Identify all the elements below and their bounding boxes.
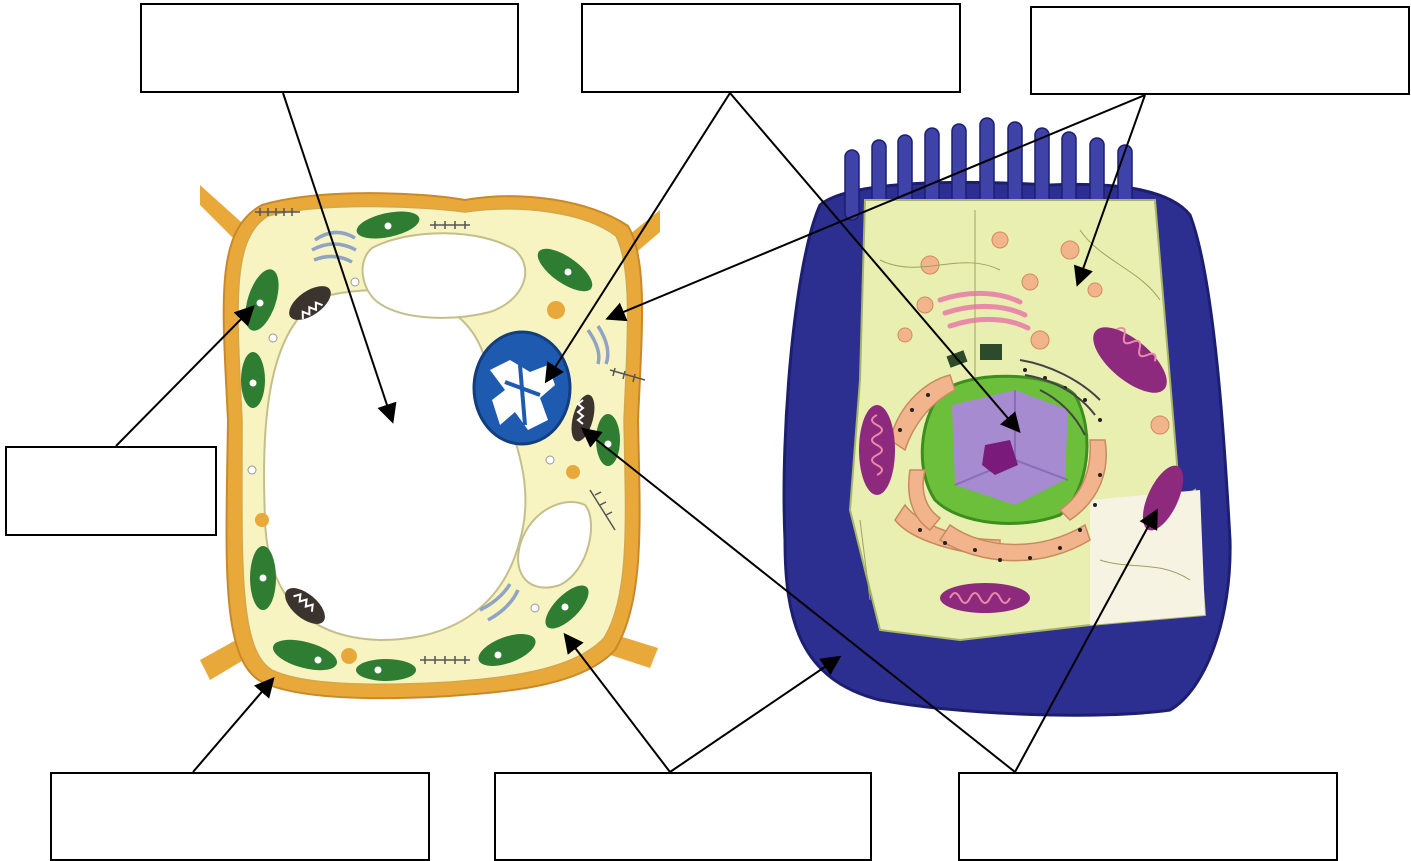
- label-box-top-left[interactable]: [140, 3, 519, 93]
- label-box-top-right[interactable]: [1030, 6, 1410, 95]
- label-box-bottom-right[interactable]: [958, 772, 1338, 861]
- label-box-bottom-left[interactable]: [50, 772, 430, 861]
- leader-line: [670, 658, 838, 772]
- label-box-bottom-center[interactable]: [494, 772, 872, 861]
- leader-line: [193, 680, 272, 772]
- plant-cell: [200, 185, 660, 698]
- animal-nucleus: [922, 376, 1087, 523]
- label-box-mid-left[interactable]: [5, 446, 217, 536]
- label-box-top-center[interactable]: [581, 3, 961, 93]
- plant-vacuole-small: [363, 233, 526, 318]
- plant-nucleus: [474, 332, 570, 444]
